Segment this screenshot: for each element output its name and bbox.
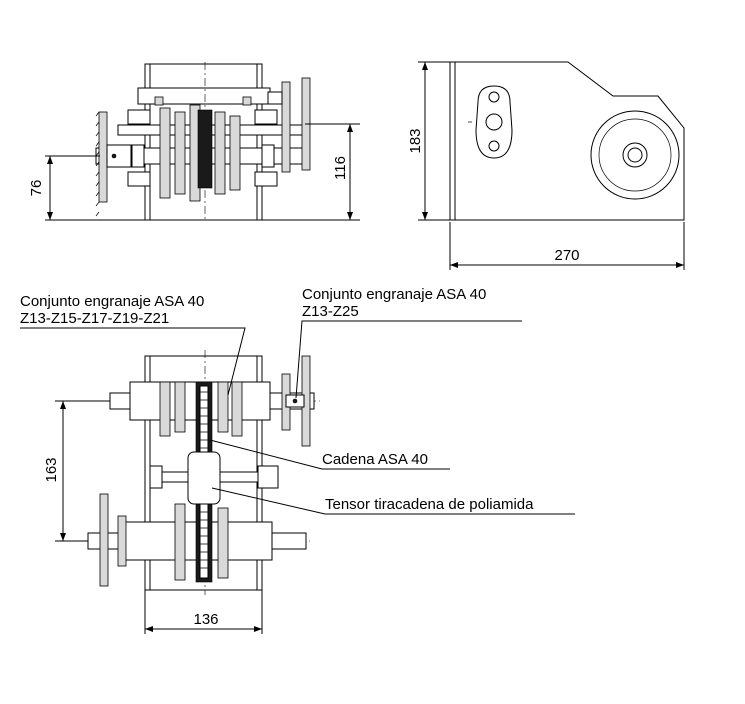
label-gear-set-right-line2: Z13-Z25 bbox=[302, 303, 359, 320]
upper-right-sprocket bbox=[281, 355, 311, 447]
tensioner bbox=[149, 451, 279, 505]
label-chain: Cadena ASA 40 bbox=[322, 451, 428, 468]
dimension-163: 163 bbox=[43, 457, 60, 482]
lower-left-sprocket bbox=[99, 493, 127, 587]
side-view: 183 270 bbox=[407, 61, 685, 270]
dimension-270: 270 bbox=[554, 247, 579, 264]
dimension-116: 116 bbox=[332, 156, 349, 180]
label-gear-set-left-line1: Conjunto engranaje ASA 40 bbox=[20, 293, 204, 310]
dimension-76: 76 bbox=[28, 180, 45, 197]
bearing-plate bbox=[468, 85, 513, 159]
upper-gear-stack bbox=[159, 381, 243, 437]
dimension-183: 183 bbox=[407, 128, 424, 153]
dimension-136: 136 bbox=[193, 611, 218, 628]
top-view: 163 136 bbox=[43, 350, 320, 634]
gear-stack bbox=[159, 104, 241, 202]
label-gear-set-right-line1: Conjunto engranaje ASA 40 bbox=[302, 286, 486, 303]
callouts: Conjunto engranaje ASA 40 Z13-Z15-Z17-Z1… bbox=[20, 286, 575, 515]
label-gear-set-left-line2: Z13-Z15-Z17-Z19-Z21 bbox=[20, 310, 169, 327]
front-view: 76 116 bbox=[28, 62, 360, 222]
side-sprocket bbox=[590, 110, 680, 200]
left-sprocket bbox=[95, 111, 132, 217]
label-tensioner: Tensor tiracadena de poliamida bbox=[325, 496, 534, 513]
